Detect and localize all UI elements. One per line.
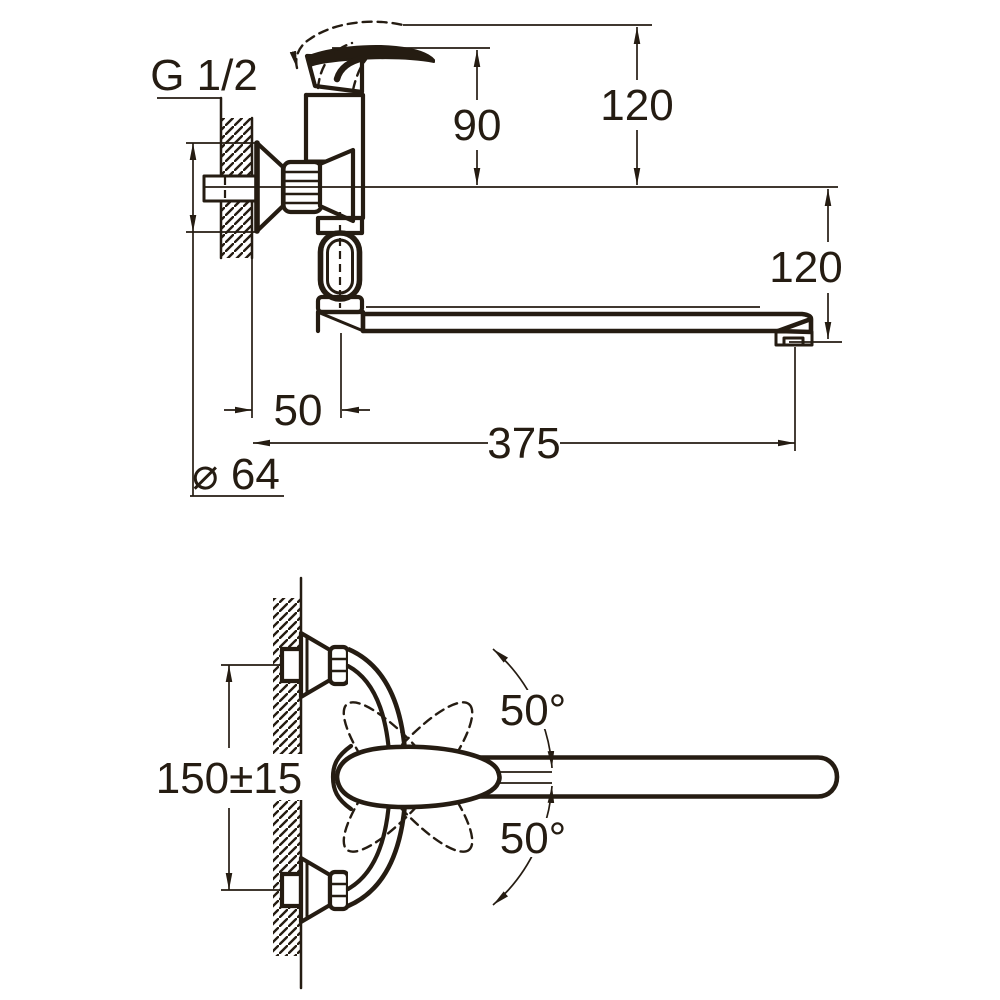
faucet-body-side xyxy=(303,92,366,334)
spout-top-view xyxy=(467,755,840,799)
spout-centerline-reference xyxy=(496,771,552,784)
nut-upper xyxy=(327,644,351,687)
supply-elbow-upper xyxy=(279,646,304,684)
spout-arm xyxy=(360,311,814,335)
cartridge-housing xyxy=(303,92,366,221)
inlet-cone xyxy=(317,147,356,224)
supply-elbow-lower xyxy=(279,871,304,909)
spout-tip-bevel xyxy=(777,316,812,334)
spout-side xyxy=(360,306,814,347)
handle-side xyxy=(289,20,490,95)
lever-handle xyxy=(308,45,435,67)
dim-120-handle-label: 120 xyxy=(600,81,673,130)
handle-raised-dashed xyxy=(289,20,405,70)
flange-lower xyxy=(298,855,333,925)
side-dimensions: G 1/2 90 120 120 50 375 xyxy=(150,24,843,499)
top-view: 50° 50° 150±15 xyxy=(156,576,840,990)
dim-50-label: 50 xyxy=(274,386,323,435)
swivel-angle-annotation: 50° 50° xyxy=(492,648,567,906)
body-waist-arc xyxy=(330,743,354,812)
angle-50-bottom-label: 50° xyxy=(500,814,567,863)
supply-pipe xyxy=(202,174,259,203)
diameter-64-label: ⌀ 64 xyxy=(192,450,280,499)
flange-upper xyxy=(298,630,333,700)
dim-120-spout-label: 120 xyxy=(769,243,842,292)
handle-raised-dashed-inner2 xyxy=(351,49,377,92)
dim-90-label: 90 xyxy=(453,101,502,150)
dim-375-label: 375 xyxy=(487,419,560,468)
top-dimensions: 150±15 xyxy=(156,664,304,891)
angle-50-top-label: 50° xyxy=(500,686,567,735)
mount-upper xyxy=(279,630,351,700)
handle-top-view xyxy=(334,744,502,810)
nut-lower xyxy=(327,869,351,912)
handle-raised-dashed-inner1 xyxy=(316,41,354,90)
dim-150-label: 150±15 xyxy=(156,754,303,803)
side-view: G 1/2 90 120 120 50 375 xyxy=(150,20,843,499)
thread-label: G 1/2 xyxy=(150,51,258,100)
lever-neck xyxy=(333,54,368,83)
